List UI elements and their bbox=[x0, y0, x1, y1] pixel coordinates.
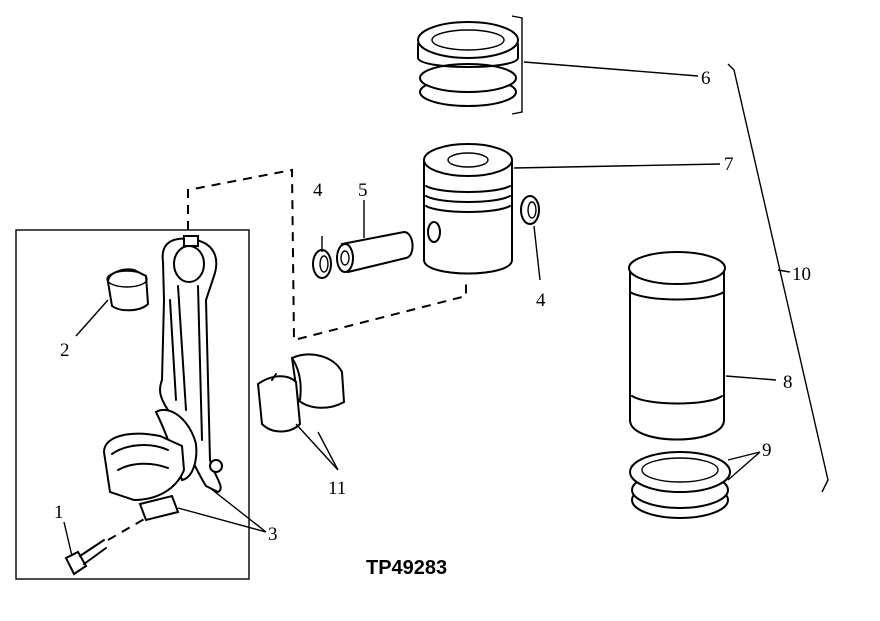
piston-pin bbox=[336, 230, 414, 274]
liner-packing-rings bbox=[629, 451, 731, 519]
callout-9: 9 bbox=[762, 440, 772, 461]
piston-pin-bushing bbox=[106, 268, 150, 312]
assembly-path bbox=[187, 168, 467, 342]
callout-6: 6 bbox=[701, 68, 711, 89]
callout-4-left: 4 bbox=[313, 180, 323, 201]
snap-ring-left bbox=[312, 249, 332, 279]
callout-7: 7 bbox=[724, 154, 734, 175]
callout-11: 11 bbox=[328, 478, 346, 499]
piston-rings bbox=[417, 15, 523, 115]
rod-cap bbox=[102, 432, 186, 522]
cylinder-liner bbox=[628, 251, 726, 441]
callout-4-right: 4 bbox=[536, 290, 546, 311]
callout-2: 2 bbox=[60, 340, 70, 361]
callout-1: 1 bbox=[54, 502, 64, 523]
snap-ring-right bbox=[520, 195, 540, 225]
rod-bearing-shells bbox=[256, 353, 346, 433]
connecting-rod-kit-box bbox=[15, 229, 250, 580]
figure-id-caption: TP49283 bbox=[366, 557, 447, 579]
leader-lines bbox=[63, 61, 829, 557]
piston bbox=[423, 143, 513, 275]
callout-5: 5 bbox=[358, 180, 368, 201]
callout-8: 8 bbox=[783, 372, 793, 393]
connecting-rod bbox=[154, 235, 223, 494]
callout-3: 3 bbox=[268, 524, 278, 545]
rod-bolt bbox=[64, 517, 147, 576]
callout-10: 10 bbox=[792, 264, 811, 285]
